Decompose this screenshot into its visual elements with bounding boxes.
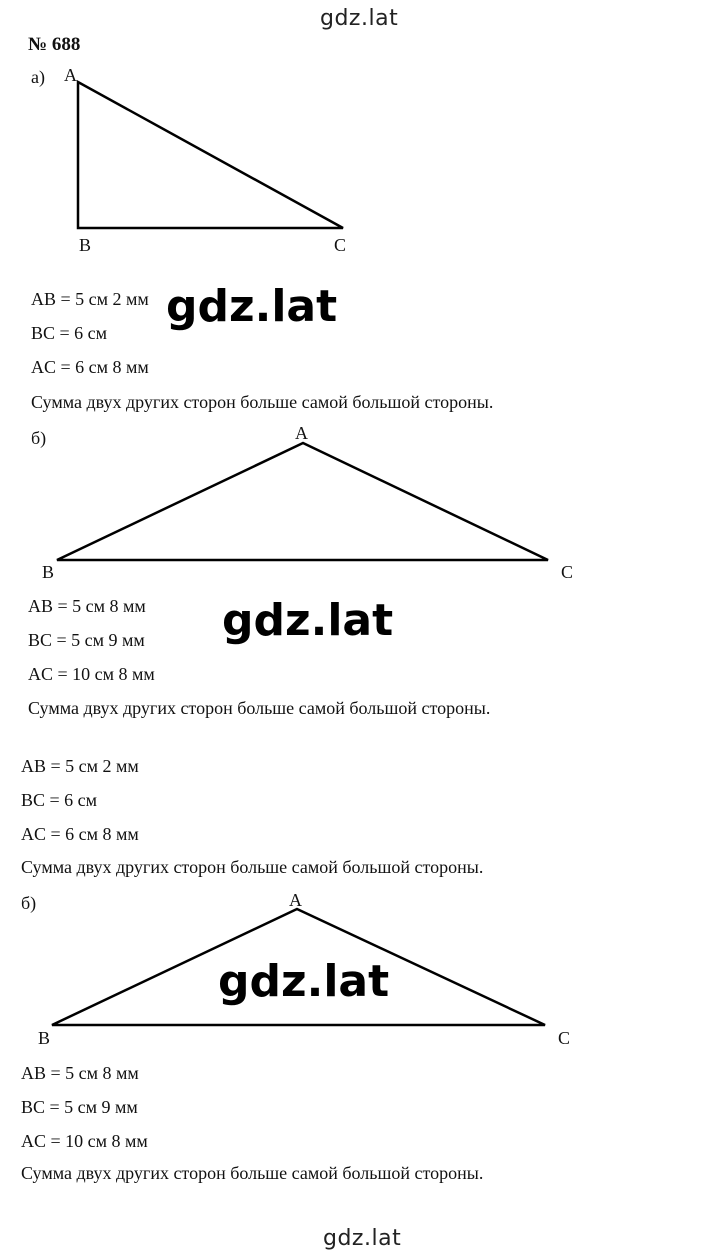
repeat-b-bc: BC = 5 см 9 мм: [21, 1097, 138, 1117]
triangle-a-outline: [76, 79, 344, 230]
part-b-vertex-c: C: [561, 562, 574, 582]
overlay-watermark-1[interactable]: gdz.lat: [158, 282, 346, 332]
triangle-repeat-b-outline: [51, 907, 546, 1027]
triangle-a: [76, 79, 344, 230]
part-a-ac: AC = 6 см 8 мм: [31, 357, 149, 377]
repeat-b-conclusion: Сумма двух других сторон больше самой бо…: [21, 1163, 484, 1183]
repeat-a-ab: AB = 5 см 2 мм: [21, 756, 139, 776]
part-b-ac: AC = 10 см 8 мм: [28, 664, 155, 684]
triangle-b-outline: [56, 441, 549, 562]
part-b-vertex-b: B: [42, 562, 55, 582]
repeat-a-ac: AC = 6 см 8 мм: [21, 824, 139, 844]
repeat-b-ac: AC = 10 см 8 мм: [21, 1131, 148, 1151]
part-a-label: а): [31, 67, 45, 87]
triangle-b: [56, 441, 549, 562]
overlay-watermark-3[interactable]: gdz.lat: [210, 957, 398, 1007]
part-a-vertex-b: B: [79, 235, 92, 255]
part-a-conclusion: Сумма двух других сторон больше самой бо…: [31, 392, 494, 412]
repeat-b-vertex-b: B: [38, 1028, 51, 1048]
triangle-repeat-b: [51, 907, 546, 1027]
part-b-conclusion: Сумма двух других сторон больше самой бо…: [28, 698, 491, 718]
part-b-bc: BC = 5 см 9 мм: [28, 630, 145, 650]
part-a-ab: AB = 5 см 2 мм: [31, 289, 149, 309]
repeat-b-label: б): [21, 893, 37, 913]
problem-number: № 688: [28, 34, 81, 55]
part-b-ab: AB = 5 см 8 мм: [28, 596, 146, 616]
footer-watermark[interactable]: gdz.lat: [323, 1226, 402, 1251]
part-b-label: б): [31, 428, 47, 448]
repeat-b-vertex-c: C: [558, 1028, 571, 1048]
repeat-b-vertex-a: A: [289, 890, 302, 910]
part-a-bc: BC = 6 см: [31, 323, 108, 343]
overlay-watermark-2[interactable]: gdz.lat: [214, 596, 402, 646]
header-watermark[interactable]: gdz.lat: [320, 6, 399, 31]
part-a-vertex-a: A: [64, 65, 77, 85]
repeat-a-conclusion: Сумма двух других сторон больше самой бо…: [21, 857, 484, 877]
part-b-vertex-a: A: [295, 423, 308, 443]
repeat-a-bc: BC = 6 см: [21, 790, 98, 810]
repeat-b-ab: AB = 5 см 8 мм: [21, 1063, 139, 1083]
part-a-vertex-c: C: [334, 235, 347, 255]
